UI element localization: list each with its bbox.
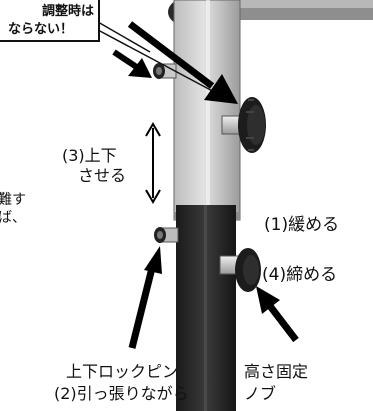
step2-label: (2)引っ張りながら (54, 384, 189, 403)
cropped-text-1: 難す (0, 192, 26, 208)
inner-tube (176, 205, 236, 411)
lower-height-knob (219, 248, 261, 292)
warning-callout: 調整時は ならない！ (0, 0, 100, 42)
callout-pointer-lines (97, 21, 221, 96)
outer-tube (173, 0, 241, 221)
upper-height-knob (221, 97, 266, 153)
step3-label-line2: させる (78, 166, 127, 185)
step4-label: (4)締める (262, 265, 338, 285)
knob-label-line2: ノブ (244, 384, 277, 403)
arrow-to-lower-knob (256, 286, 299, 343)
lower-lock-pin (154, 227, 179, 243)
upper-lock-pin (153, 63, 177, 79)
callout-line-2: ならない！ (8, 22, 74, 37)
vertical-double-arrow (145, 122, 161, 204)
arrow-to-upper-knob (127, 21, 238, 104)
knob-label-line1: 高さ固定 (244, 362, 309, 381)
callout-line-1: 調整時は (42, 4, 95, 19)
arrow-to-upper-pin (112, 49, 152, 78)
arrow-to-lower-pin (128, 246, 162, 349)
cropped-text-2: ば、 (0, 210, 26, 226)
step1-label: (1)緩める (264, 215, 340, 235)
step3-label-line1: (3)上下 (62, 146, 117, 165)
lock-pin-label: 上下ロックピン (66, 362, 179, 381)
